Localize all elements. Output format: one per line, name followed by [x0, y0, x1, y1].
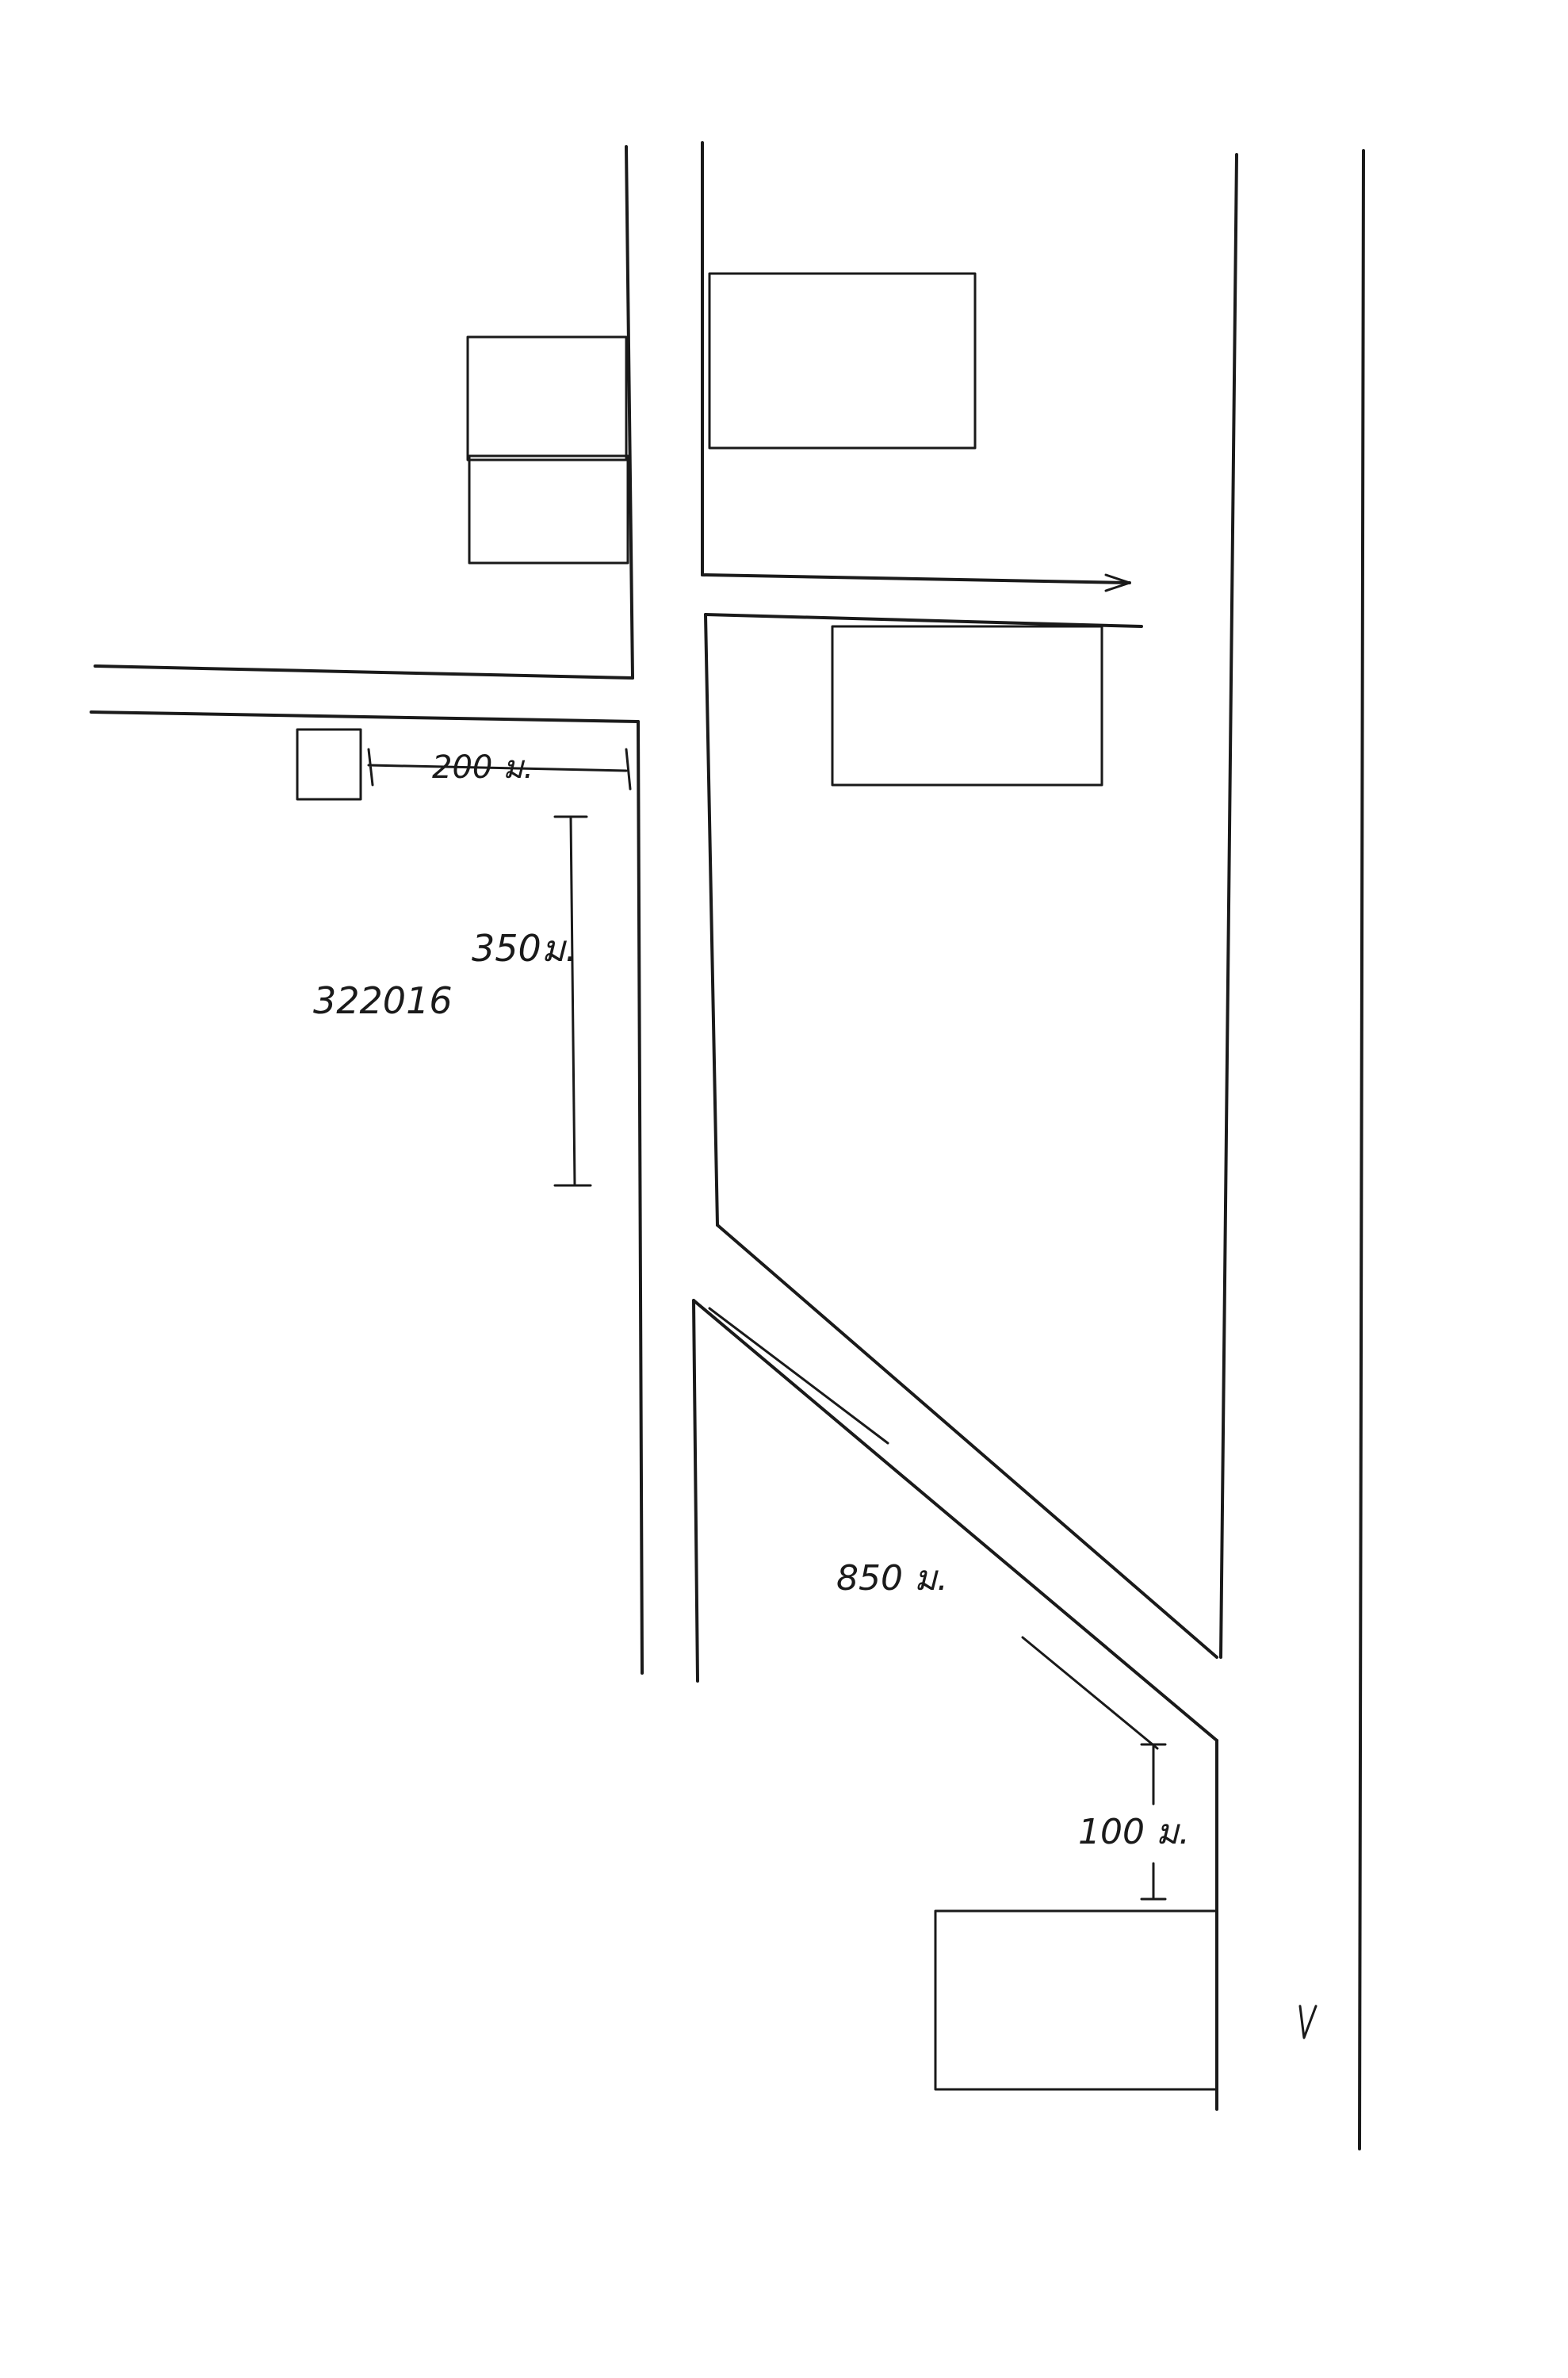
left-road-bottom [90, 710, 640, 723]
side-road-arrow [1104, 573, 1131, 592]
label-350m: 350ม. [472, 927, 577, 970]
building-box-post-office [934, 1909, 1218, 2091]
label-850m: 850 ม. [836, 1558, 948, 1599]
label-plot-code: 322016 [313, 979, 453, 1022]
left-road-top [94, 664, 634, 680]
direction-arrow [1298, 2005, 1318, 2039]
side-road-bottom [704, 613, 1143, 628]
building-box-target-plot [296, 728, 362, 801]
building-box-riverview [708, 272, 977, 450]
building-box-wat [831, 625, 1103, 787]
building-box-temple [466, 335, 628, 461]
diagonal-road-lower [692, 1299, 1218, 1742]
main-road-lower-left [637, 720, 644, 1675]
dimension-850 [708, 1307, 1159, 1750]
side-road-top [701, 573, 1131, 584]
dimension-350 [553, 815, 592, 1187]
main-road-inner-right [704, 613, 719, 1227]
label-100m: 100 ม. [1078, 1812, 1190, 1852]
dimension-100 [1140, 1743, 1167, 1901]
diagonal-road-upper [716, 1223, 1218, 1659]
highway-left-edge [1219, 153, 1238, 1659]
highway-right-edge [1358, 149, 1365, 2150]
main-road-left-edge [625, 145, 634, 680]
dimension-200 [367, 748, 632, 791]
building-box-market [468, 454, 629, 565]
branch-stub [692, 1299, 699, 1683]
label-200m: 200 ม. [432, 749, 534, 786]
